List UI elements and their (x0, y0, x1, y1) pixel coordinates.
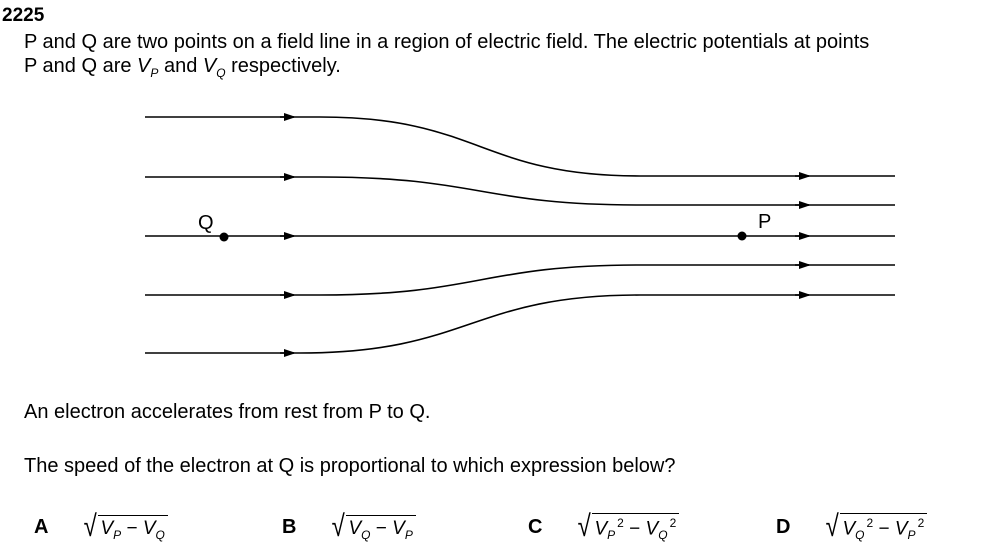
statement: An electron accelerates from rest from P… (24, 401, 431, 423)
sqrt-icon: √ (83, 510, 97, 543)
label-p: P (758, 211, 771, 233)
stem-line-2: P and Q are VP and VQ respectively. (24, 55, 341, 80)
label-q: Q (198, 212, 214, 234)
option-expression: √VQ2 − VP2 (824, 510, 928, 543)
option-expression: √VP − VQ (82, 512, 168, 542)
stem-line-1: P and Q are two points on a field line i… (24, 31, 870, 53)
sqrt-icon: √ (825, 510, 839, 543)
option-letter: A (34, 515, 49, 538)
option-a[interactable]: A √VP − VQ (34, 512, 168, 542)
question-number: 2225 (2, 5, 45, 26)
field-line-1 (145, 116, 895, 177)
option-b[interactable]: B √VQ − VP (282, 512, 416, 542)
point-q (219, 232, 229, 242)
point-p (737, 231, 747, 241)
question-text: The speed of the electron at Q is propor… (24, 455, 676, 477)
option-letter: D (776, 515, 791, 538)
sqrt-icon: √ (577, 510, 591, 543)
field-line-4 (145, 264, 895, 296)
field-line-5 (145, 294, 895, 354)
option-expression: √VQ − VP (330, 512, 416, 542)
sqrt-icon: √ (331, 510, 345, 543)
option-expression: √VP2 − VQ2 (576, 510, 680, 543)
option-d[interactable]: D √VQ2 − VP2 (776, 510, 928, 543)
question-stem: P and Q are two points on a field line i… (24, 30, 869, 85)
arrowheads (280, 113, 811, 357)
field-line-2 (145, 176, 895, 206)
option-letter: B (282, 515, 297, 538)
option-letter: C (528, 515, 543, 538)
option-c[interactable]: C √VP2 − VQ2 (528, 510, 680, 543)
